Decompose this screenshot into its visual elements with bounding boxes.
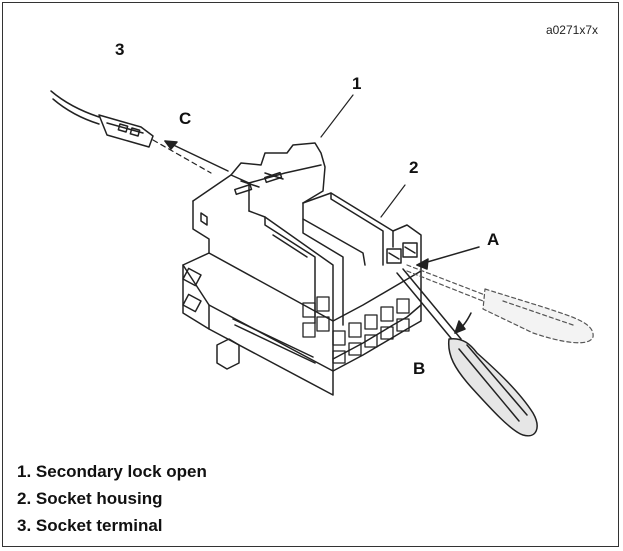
callout-1: 1	[352, 74, 362, 93]
direction-a-arrow	[416, 246, 480, 270]
connector-illustration	[50, 90, 594, 437]
direction-b-arrow	[454, 312, 472, 334]
direction-c-arrow	[164, 140, 229, 172]
callout-3: 3	[115, 40, 125, 59]
callout-c: C	[179, 109, 192, 128]
socket-terminal-wire	[50, 90, 212, 174]
screwdriver-dashed	[406, 264, 594, 344]
leader-lines	[320, 94, 406, 218]
figure-id: a0271x7x	[545, 23, 598, 37]
legend-item-1: 1. Secondary lock open	[17, 462, 207, 481]
callout-b: B	[413, 359, 426, 378]
socket-housing	[182, 142, 422, 396]
screwdriver	[396, 268, 538, 437]
figure-frame: a0271x7x 3 1 C 2 A B 1. Secondary lock o…	[2, 2, 619, 547]
callout-2: 2	[409, 158, 419, 177]
legend-item-2: 2. Socket housing	[17, 489, 163, 508]
legend-item-3: 3. Socket terminal	[17, 516, 163, 535]
callout-a: A	[487, 230, 500, 249]
legend: 1. Secondary lock open 2. Socket housing…	[17, 458, 207, 539]
